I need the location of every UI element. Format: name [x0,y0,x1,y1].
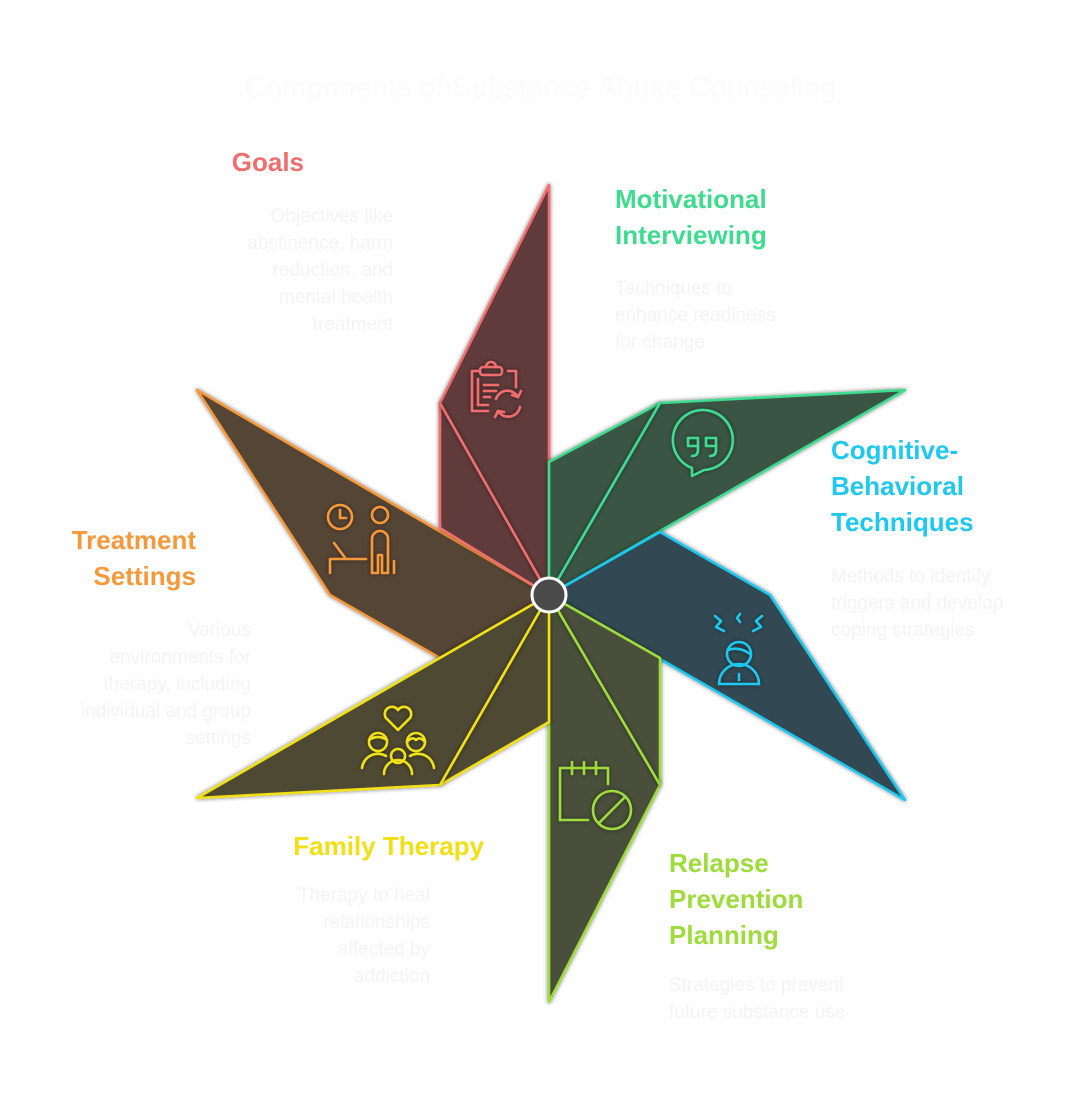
blade-family-therapy[interactable] [195,593,551,800]
segment-label-relapse-prevention-planning: Relapse Prevention Planning [669,845,803,953]
desc-line: Therapy to heal [297,885,430,906]
segment-description-treatment-settings: Various environments for therapy, includ… [81,617,251,752]
diagram-title: Components of Substance Abuse Counseling [244,72,837,104]
label-line: Motivational [615,184,767,214]
desc-line: reduction, and [272,260,393,281]
center-hub [530,576,568,614]
segment-label-goals: Goals [232,144,304,180]
desc-line: relationships [323,912,430,933]
label-line: Goals [231,147,304,177]
desc-line: abstinence, harm [247,233,393,254]
label-line: Techniques [831,507,974,537]
desc-line: therapy, including [103,674,251,695]
desc-line: for change [615,332,705,353]
label-line: Interviewing [615,220,767,250]
desc-line: Objectives like [270,206,394,227]
desc-line: addiction [353,966,430,987]
label-line: Cognitive- [831,435,959,465]
family-heart-icon [360,705,436,776]
segment-description-goals: Objectives like abstinence, harm reducti… [247,203,393,338]
segment-description-cognitive-behavioral-techniques: Methods to identify triggers and develop… [831,563,1003,644]
stressed-person-icon [713,612,764,686]
segment-label-family-therapy: Family Therapy [293,828,484,864]
clipboard-refresh-icon [470,360,523,419]
label-line: Behavioral [831,471,964,501]
blade-cognitive-behavioral-techniques[interactable] [547,530,907,802]
desc-line: Methods to identify [831,566,991,587]
segment-description-family-therapy: Therapy to heal relationships affected b… [298,882,430,990]
desc-line: Strategies to prevent [669,975,845,996]
blade-fold-line [547,402,662,596]
desc-line: treatment [312,314,393,335]
label-line: Treatment [71,525,196,555]
segment-description-motivational-interviewing: Techniques to enhance readiness for chan… [615,275,776,356]
desc-line: triggers and develop [831,593,1004,614]
blade-fold-line [438,594,551,786]
label-line: Planning [669,920,779,950]
calendar-cancel-icon [558,760,633,831]
desc-line: coping strategies [831,620,975,641]
desc-line: environments for [109,647,251,668]
desc-line: future substance use [669,1002,846,1023]
blade-shape [547,593,662,1004]
therapy-session-icon [326,503,396,575]
label-line: Prevention [669,884,804,914]
blade-fold-line [547,594,662,786]
desc-line: Techniques to [615,278,733,299]
desc-line: affected by [337,939,430,960]
desc-line: settings [185,728,251,749]
desc-line: enhance readiness [615,305,776,326]
label-line: Relapse [669,848,769,878]
segment-label-motivational-interviewing: Motivational Interviewing [615,181,767,253]
speech-bubble-quote-icon [671,408,735,478]
segment-label-cognitive-behavioral-techniques: Cognitive- Behavioral Techniques [831,432,974,540]
label-line: Settings [93,561,196,591]
desc-line: individual and group [80,701,251,722]
blade-relapse-prevention-planning[interactable] [547,593,662,1004]
desc-line: Various [187,620,251,641]
label-line: Family Therapy [293,831,484,861]
segment-label-treatment-settings: Treatment Settings [72,522,196,594]
segment-description-relapse-prevention-planning: Strategies to prevent future substance u… [669,972,845,1026]
blade-fold-line [438,402,551,596]
desc-line: mental health [278,287,393,308]
